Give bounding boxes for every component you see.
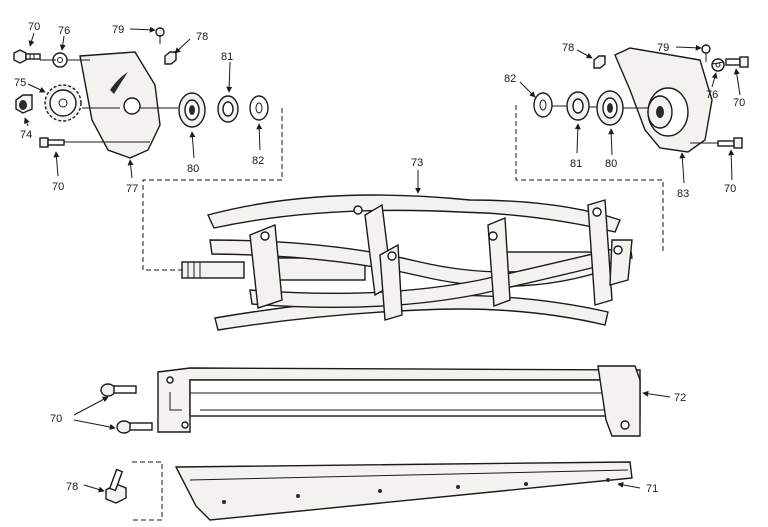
label-77: 77 [126, 183, 138, 195]
label-75: 75 [14, 77, 26, 89]
washer-82-left [249, 95, 269, 121]
bed-knife-71 [105, 461, 633, 521]
left-end-assembly [13, 27, 283, 271]
right-end-assembly [515, 44, 749, 252]
bolt-79-right [701, 44, 711, 62]
label-82: 82 [504, 73, 516, 85]
bolt-70-right-top [725, 56, 749, 68]
bolt-70-support-lower [116, 420, 153, 434]
label-70: 70 [50, 413, 62, 425]
label-71: 71 [646, 483, 658, 495]
bolt-70-top-left [13, 49, 41, 64]
reel-assembly-73 [181, 194, 633, 331]
label-81: 81 [221, 51, 233, 63]
label-70: 70 [52, 181, 64, 193]
bed-knife-support-72 [100, 365, 641, 437]
sprocket-75 [44, 84, 82, 122]
label-76: 76 [706, 89, 718, 101]
bolt-70-lower-left [39, 137, 65, 148]
leader-lines [24, 26, 741, 493]
bolt-79-left [155, 27, 165, 44]
bolt-70-bed-knife [105, 468, 127, 504]
washer-82-right [533, 92, 553, 118]
nut-78-right [593, 55, 606, 69]
bolt-70-support-upper [100, 383, 137, 397]
label-81: 81 [570, 158, 582, 170]
label-83: 83 [677, 188, 689, 200]
label-70: 78 [66, 481, 78, 493]
bolt-70-right-lower [717, 137, 743, 149]
label-79: 79 [657, 42, 669, 54]
label-73: 73 [411, 157, 423, 169]
nut-78-left [164, 51, 177, 65]
bearing-80-left [178, 92, 206, 128]
washer-81-right [566, 91, 590, 121]
nut-74 [15, 94, 33, 114]
label-82: 82 [252, 155, 264, 167]
label-80: 80 [605, 158, 617, 170]
label-76: 76 [58, 25, 70, 37]
label-72: 72 [674, 392, 686, 404]
bearing-80-right [596, 90, 624, 126]
side-plate-77 [79, 51, 161, 159]
label-78: 78 [562, 42, 574, 54]
label-70: 70 [733, 97, 745, 109]
label-78: 78 [196, 31, 208, 43]
label-79: 79 [112, 24, 124, 36]
washer-76-right [711, 58, 725, 72]
label-74: 74 [20, 129, 32, 141]
washer-81-left [217, 95, 239, 123]
label-80: 80 [187, 163, 199, 175]
label-70: 70 [724, 183, 736, 195]
label-70: 70 [28, 21, 40, 33]
side-plate-83 [614, 47, 713, 153]
part-labels: 70 76 79 78 75 74 70 77 80 81 82 73 78 7… [14, 21, 745, 495]
